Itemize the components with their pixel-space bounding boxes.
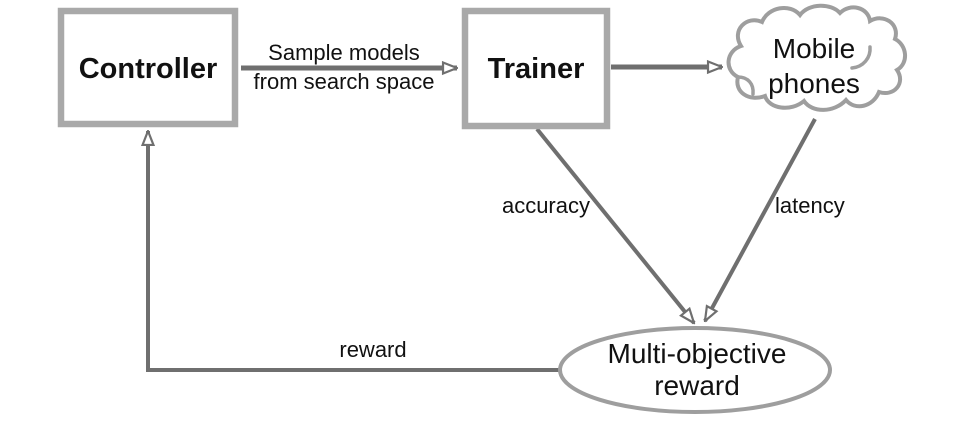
mobile-phones-cloud-curl-left [736,75,755,96]
multi-objective-reward-label-line2: reward [654,370,740,401]
edge-label-latency: latency [775,193,845,218]
edge-accuracy [535,127,694,323]
trainer-label: Trainer [488,53,585,85]
edge-label-sample-models-line2: from search space [254,69,435,94]
mobile-phones-cloud [726,3,907,112]
edge-label-sample-models-line1: Sample models [268,40,420,65]
multi-objective-reward-label-line1: Multi-objective [608,338,787,369]
controller-label: Controller [79,53,218,85]
edge-latency [703,118,817,321]
controller-box [57,7,239,128]
edge-label-reward: reward [339,337,406,362]
mobile-phones-label-line2: phones [768,68,860,99]
trainer-box [461,7,611,130]
mobile-phones-label-line1: Mobile [773,33,855,64]
edge-label-accuracy: accuracy [502,193,590,218]
edge-reward-feedback [148,131,559,372]
multi-objective-reward-ellipse [558,326,832,414]
mobile-phones-cloud-curl-right [850,45,872,70]
